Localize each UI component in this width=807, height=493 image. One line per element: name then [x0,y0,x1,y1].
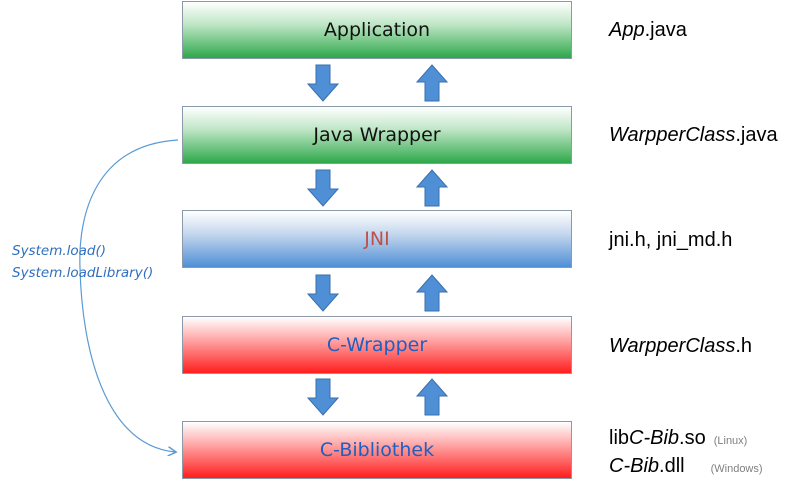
java-wrapper-file-name: WarpperClass [609,124,736,146]
java-wrapper-label: Java Wrapper [313,124,441,146]
c-bibliothek-label: C-Bibliothek [319,439,435,461]
c-wrapper-label: C-Wrapper [326,334,428,356]
jni-header-files: jni.h, jni_md.h [609,229,732,252]
application-file-label: App.java [609,19,687,42]
down-arrow-3 [307,274,339,312]
java-wrapper-file-ext: .java [735,124,778,146]
jni-layer: JNI [182,210,572,268]
up-arrow-3 [416,274,448,312]
down-arrow-2 [307,169,339,207]
java-wrapper-file-label: WarpperClass.java [609,124,778,147]
c-wrapper-file-label: WarpperClass.h [609,335,752,358]
system-load-text: System.load() [12,243,107,259]
down-arrow-1 [307,64,339,102]
windows-lib-ext: .dll [659,455,685,477]
jni-header-text: jni.h, jni_md.h [609,229,733,251]
jni-label: JNI [364,228,390,250]
windows-lib-name: C-Bib [609,455,660,477]
windows-library-label: C-Bib.dll (Windows) [609,455,763,478]
application-layer: Application [182,1,572,59]
windows-platform-note: (Windows) [710,463,763,475]
system-load-library-text: System.loadLibrary() [12,265,154,281]
c-wrapper-file-ext: .h [735,335,753,357]
linux-library-label: libC-Bib.so (Linux) [609,427,747,450]
up-arrow-1 [416,64,448,102]
c-wrapper-layer: C-Wrapper [182,316,572,374]
application-file-name: App [609,19,645,41]
linux-platform-note: (Linux) [713,435,748,447]
up-arrow-2 [416,169,448,207]
c-bibliothek-layer: C-Bibliothek [182,421,572,479]
linux-lib-ext: .so [679,427,706,449]
application-label: Application [323,19,431,41]
down-arrow-4 [307,378,339,416]
application-file-ext: .java [644,19,687,41]
up-arrow-4 [416,378,448,416]
c-wrapper-file-name: WarpperClass [609,335,736,357]
java-wrapper-layer: Java Wrapper [182,106,572,164]
linux-lib-name: C-Bib [629,427,680,449]
linux-lib-prefix: lib [609,427,630,449]
